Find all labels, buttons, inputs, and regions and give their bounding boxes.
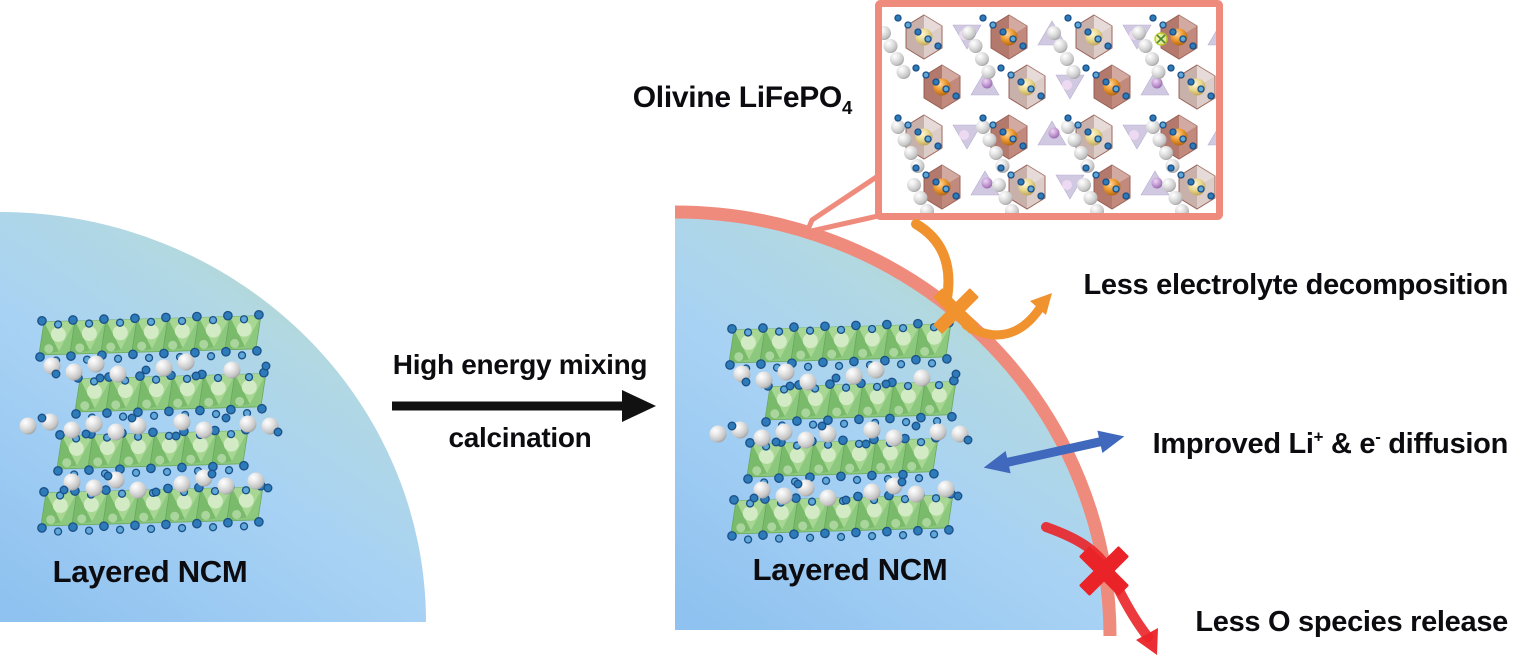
ncm-structure-left [19,309,283,536]
diffusion-text-1: Improved Li [1152,428,1314,460]
crosshair-marker-icon [1154,32,1168,46]
left-particle-label: Layered NCM [52,554,248,589]
inset-title: Olivine LiFePO4 [632,81,853,117]
inset-title-subscript: 4 [841,97,852,118]
orange-x-icon [933,288,979,334]
right-particle-label: Layered NCM [752,552,948,587]
process-step-1-label: High energy mixing [392,349,648,380]
annotation-oxygen: Less O species release [1195,606,1508,638]
process-arrow [392,390,656,422]
inset-structure-clip [882,14,1216,213]
e-minus-superscript: - [1375,427,1381,447]
diffusion-text-3: diffusion [1380,428,1508,460]
diffusion-double-arrow [983,430,1125,474]
inset-callout-wedge [804,173,881,235]
red-x-icon [1079,546,1129,596]
inset-title-formula: Olivine LiFePO [632,81,842,114]
annotation-diffusion: Improved Li+ & e- diffusion [1152,427,1509,460]
lifepo4-structure [882,14,1216,213]
li-plus-superscript: + [1313,427,1324,447]
inset-frame [875,0,1223,220]
process-step-2-label: calcination [448,422,592,453]
annotation-electrolyte: Less electrolyte decomposition [1083,269,1508,301]
diffusion-text-2: & e [1323,428,1376,460]
electrolyte-block-arrow [911,219,1052,340]
oxygen-release-arrow [1041,522,1158,655]
